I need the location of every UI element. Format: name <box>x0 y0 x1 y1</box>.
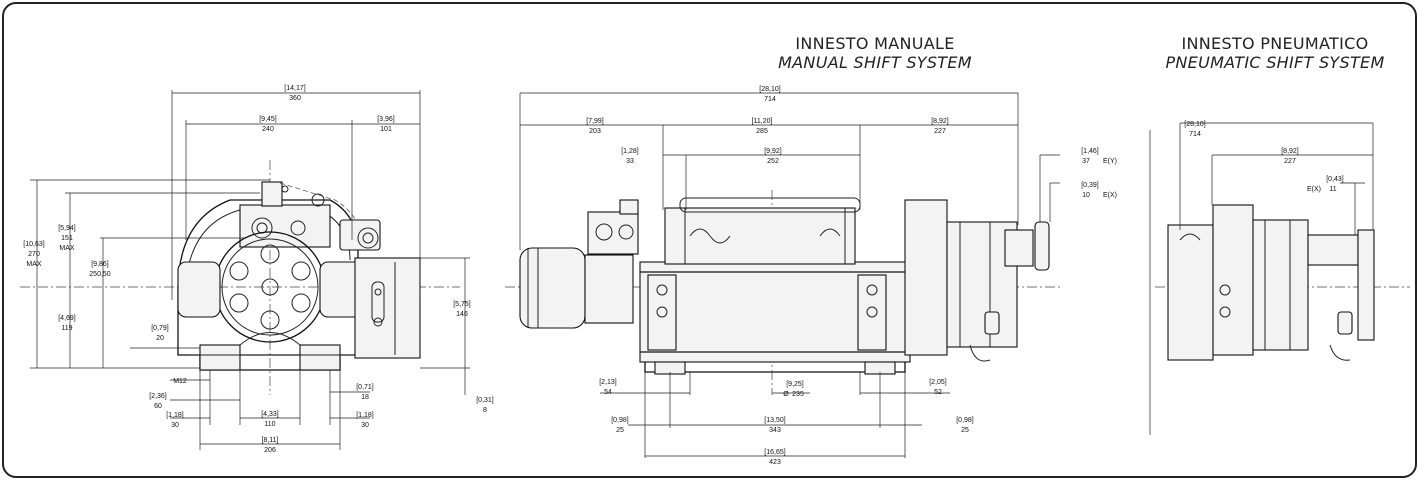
dim-hole-spacing-mm: 60 <box>154 403 162 410</box>
dim-pneu-ex-mm: 11 <box>1329 186 1336 193</box>
dim-pneu-gear-mm: 227 <box>1284 158 1296 165</box>
dim-total-height-note: MAX <box>26 261 42 268</box>
dim-pneu-ex-tag: E(X) <box>1307 186 1321 193</box>
manual-heading: INNESTO MANUALE MANUAL SHIFT SYSTEM <box>740 34 1010 72</box>
dim-right-foot-in: [2,05] <box>929 379 947 386</box>
dim-bracket-offset-mm: 101 <box>380 126 392 133</box>
dim-gear-length-mm: 227 <box>934 128 946 135</box>
manual-view-dimensions: [28,10] 714 [7,99] 203 [11,20] 285 [8,92… <box>586 86 1117 466</box>
dim-left-edge-mm: 25 <box>616 427 624 434</box>
dim-ex-mm: 10 <box>1082 192 1090 199</box>
dim-overall-width-mm: 360 <box>289 95 301 102</box>
pneumatic-title-en: PNEUMATIC SHIFT SYSTEM <box>1165 53 1385 72</box>
dim-pneu-overall-in: [28,10] <box>1184 121 1205 128</box>
dim-foot-spacing-mm: 343 <box>769 427 781 434</box>
dim-manual-overall-mm: 714 <box>764 96 776 103</box>
dim-thread: M12 <box>173 378 187 385</box>
dim-drum-length-in: [11,20] <box>752 118 773 125</box>
dim-foot-spacing-in: [13,50] <box>764 417 785 424</box>
pneumatic-heading: INNESTO PNEUMATICO PNEUMATIC SHIFT SYSTE… <box>1140 34 1410 72</box>
manual-title-en: MANUAL SHIFT SYSTEM <box>778 53 972 72</box>
dim-foot-slot-mm: 18 <box>361 394 369 401</box>
dim-total-height-mm: 270 <box>28 251 40 258</box>
dim-left-edge-in: [0,98] <box>611 417 629 424</box>
dim-valve-height-mm: 250,50 <box>89 271 111 278</box>
dim-drum-bracket-in: [9,45] <box>259 116 277 123</box>
dim-motor-length-in: [7,99] <box>586 118 604 125</box>
dim-axis-height-mm: 119 <box>61 325 72 332</box>
dim-base-width-in: [8,11] <box>262 437 279 444</box>
dim-hole-spacing-in: [2,36] <box>149 393 167 400</box>
dim-ey-mm: 37 <box>1082 158 1090 165</box>
dim-right-edge-in: [0,98] <box>956 417 974 424</box>
dim-axis-height-in: [4,69] <box>58 315 76 322</box>
dim-gear-length-in: [8,92] <box>931 118 949 125</box>
dim-side-height-mm: 146 <box>456 311 468 318</box>
dim-base-length-in: [16,65] <box>764 449 785 456</box>
dim-drum-dia-prefix: Ø <box>783 391 789 398</box>
dim-center-spacing-mm: 110 <box>264 421 275 428</box>
dim-base-offset-in: [0,31] <box>476 397 494 404</box>
pneumatic-title-it: INNESTO PNEUMATICO <box>1181 34 1369 53</box>
dim-drum-dia-mm: 235 <box>792 391 804 398</box>
dim-center-spacing-in: [4,33] <box>261 411 279 418</box>
dim-foot-height-mm: 20 <box>156 335 164 342</box>
dim-left-foot-mm: 54 <box>604 389 612 396</box>
dim-right-edge-mm: 25 <box>961 427 969 434</box>
dim-manual-overall-in: [28,10] <box>759 86 780 93</box>
dim-base-length-mm: 423 <box>769 459 781 466</box>
dim-valve-height-in: [9,86] <box>91 261 109 268</box>
dim-foot-right-mm: 30 <box>361 422 369 429</box>
dim-left-foot-in: [2,13] <box>599 379 617 386</box>
dim-drum-bracket-mm: 240 <box>262 126 274 133</box>
manual-title-it: INNESTO MANUALE <box>795 34 955 53</box>
dim-overall-width-in: [14,17] <box>284 85 305 92</box>
dim-foot-slot-in: [0,71] <box>356 384 374 391</box>
dim-ex-in: [0,39] <box>1081 182 1099 189</box>
dim-top-height-in: [5,94] <box>58 225 76 232</box>
dim-side-height-in: [5,75] <box>453 301 471 308</box>
dim-foot-left-mm: 30 <box>171 422 179 429</box>
dim-motor-length-mm: 203 <box>589 128 601 135</box>
dim-flange-in: [1,28] <box>621 148 639 155</box>
pneumatic-side-view <box>1149 122 1410 435</box>
dim-top-height-mm: 151 <box>61 235 73 242</box>
dim-top-height-note: MAX <box>59 245 75 252</box>
dim-drum-inner-in: [9,92] <box>764 148 782 155</box>
dim-flange-mm: 33 <box>626 158 634 165</box>
pneumatic-view-dimensions: [28,10] 714 [8,92] 227 [0,43] E(X) 11 <box>1184 121 1344 193</box>
front-view-dimensions: [14,17] 360 [9,45] 240 [3,96] 101 [10,63… <box>23 85 494 454</box>
dim-foot-right-in: [1,18] <box>356 412 374 419</box>
manual-side-view <box>505 92 1060 458</box>
dim-right-foot-mm: 52 <box>934 389 942 396</box>
dim-drum-dia-in: [9,25] <box>786 381 804 388</box>
dim-drum-inner-mm: 252 <box>767 158 779 165</box>
dim-bracket-offset-in: [3,96] <box>377 116 395 123</box>
dim-pneu-overall-mm: 714 <box>1189 131 1201 138</box>
dim-foot-height-in: [0,79] <box>151 325 169 332</box>
dim-ey-in: [1,46] <box>1081 148 1099 155</box>
dim-pneu-ex-in: [0,43] <box>1326 176 1344 183</box>
dim-ey-tag: E(Y) <box>1103 158 1117 165</box>
dim-total-height-in: [10,63] <box>23 241 44 248</box>
dim-foot-left-in: [1,18] <box>166 412 184 419</box>
dim-base-offset-mm: 8 <box>483 407 487 414</box>
dim-pneu-gear-in: [8,92] <box>1281 148 1299 155</box>
dim-drum-length-mm: 285 <box>756 128 768 135</box>
dim-ex-tag: E(X) <box>1103 192 1117 199</box>
dim-base-width-mm: 206 <box>264 447 276 454</box>
front-view <box>20 90 470 450</box>
